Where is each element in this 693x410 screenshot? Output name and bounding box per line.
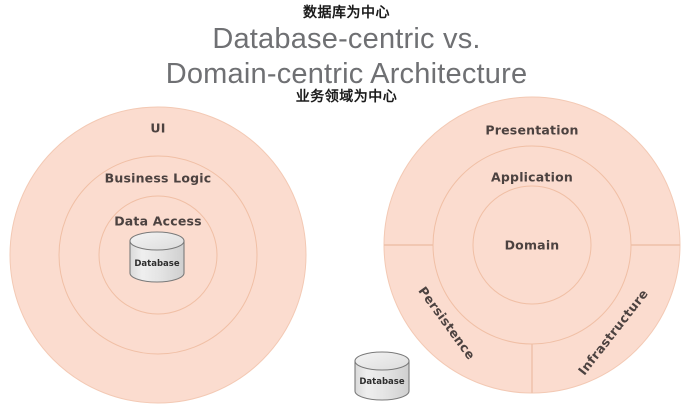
page-title: Database-centric vs. Domain-centric Arch… (0, 22, 693, 93)
database-cylinder-inner (129, 231, 185, 283)
database-cylinder-standalone (354, 351, 410, 401)
layer-label-ui: UI (150, 120, 166, 136)
layer-label-data-access: Data Access (114, 213, 202, 229)
page-title-line1: Database-centric vs. (212, 23, 481, 55)
database-cylinder-label: Database (134, 259, 180, 269)
layer-label-application: Application (491, 169, 573, 185)
ring-domain (472, 185, 592, 305)
cylinder-body (354, 360, 410, 401)
layer-label-domain: Domain (504, 237, 560, 253)
cylinder-top (354, 351, 410, 371)
domain-centric-rings (383, 96, 681, 394)
cylinder-body (129, 240, 185, 283)
chinese-note-database-centric: 数据库为中心 (303, 5, 390, 21)
cylinder-top (129, 231, 185, 251)
outer-ring-dividers (384, 244, 680, 393)
layer-label-presentation: Presentation (485, 122, 579, 138)
layer-label-business-logic: Business Logic (104, 170, 212, 186)
standalone-database-cylinder-label: Database (359, 377, 405, 387)
page-title-line2: Domain-centric Architecture (165, 58, 528, 91)
chinese-note-domain-centric: 业务领域为中心 (295, 89, 398, 105)
